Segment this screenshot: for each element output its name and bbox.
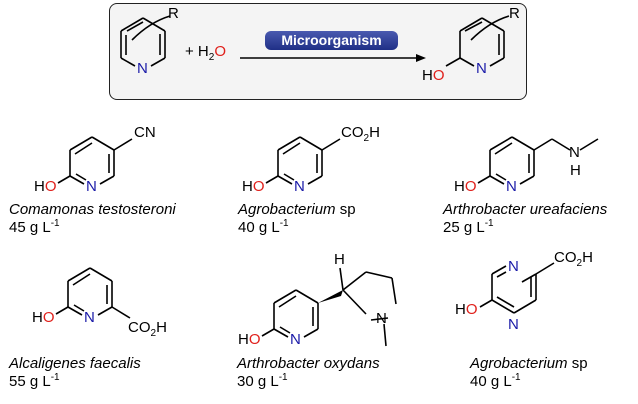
wedge-bond [318, 290, 343, 303]
product-ring [445, 15, 510, 67]
co2h-label: CO2H [341, 124, 380, 144]
organism-name: Agrobacterium sp [470, 355, 588, 372]
organism-name: Alcaligenes faecalis [9, 355, 141, 372]
ring-n: N [86, 178, 97, 195]
ho-label: HO [455, 301, 478, 318]
co2h-label: CO2H [128, 319, 167, 339]
co2h-label: CO2H [554, 249, 593, 269]
compound-5-label: Arthrobacter oxydans 30 g L-1 [237, 355, 380, 391]
reactant-r: R [168, 5, 179, 22]
organism-name: Arthrobacter ureafaciens [443, 201, 608, 218]
product-r: R [509, 5, 520, 22]
cn-label: CN [134, 124, 156, 141]
ho-label: HO [242, 178, 265, 195]
organism-name: Agrobacterium sp [238, 201, 356, 218]
ring-n: N [294, 178, 305, 195]
pyrazine-n-bottom: N [508, 316, 519, 333]
reactant-ring [120, 15, 171, 67]
product-n: N [476, 60, 487, 77]
compound-3-label: Arthrobacter ureafaciens 25 g L-1 [443, 201, 607, 237]
yield: 55 g L-1 [9, 372, 60, 391]
product-ho: HO [422, 67, 445, 84]
nh-label: N [569, 144, 580, 161]
ring-n: N [84, 309, 95, 326]
compound-2-label: Agrobacterium sp 40 g L-1 [238, 201, 356, 237]
compound-1-label: Comamonas testosteroni 45 g L-1 [9, 201, 176, 237]
ring-n: N [290, 331, 301, 348]
yield: 25 g L-1 [443, 218, 494, 237]
compound-6-label: Agrobacterium sp 40 g L-1 [470, 355, 588, 391]
pyrrolidine-n: N [376, 310, 387, 327]
ho-label: HO [238, 331, 261, 348]
microorganism-badge: Microorganism [265, 31, 398, 50]
compound-4-label: Alcaligenes faecalis 55 g L-1 [9, 355, 141, 391]
arrow-head [416, 54, 426, 62]
nh-h-label: H [570, 162, 581, 179]
pyrazine-n-top: N [508, 258, 519, 275]
reactant-n: N [137, 60, 148, 77]
h-label: H [334, 251, 345, 268]
yield: 40 g L-1 [238, 218, 289, 237]
ho-label: HO [32, 309, 55, 326]
organism-name: Comamonas testosteroni [9, 201, 176, 218]
ring-n: N [506, 178, 517, 195]
yield: 45 g L-1 [9, 218, 60, 237]
plus-water-label: + H2O [185, 43, 226, 63]
yield: 40 g L-1 [470, 372, 521, 391]
organism-name: Arthrobacter oxydans [237, 355, 380, 372]
ho-label: HO [34, 178, 57, 195]
yield: 30 g L-1 [237, 372, 288, 391]
ho-label: HO [454, 178, 477, 195]
reaction-scheme-box [109, 3, 527, 100]
